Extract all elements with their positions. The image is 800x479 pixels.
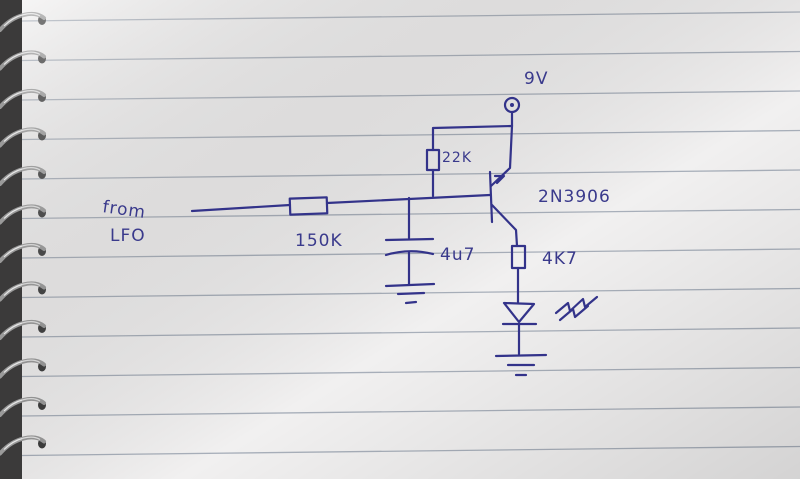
resistor-input bbox=[288, 196, 329, 216]
resistor-input-label: 150K bbox=[295, 231, 343, 251]
transistor-emitter bbox=[489, 124, 514, 188]
bias-wire-top bbox=[431, 124, 514, 152]
input-label-line2: LFO bbox=[110, 226, 146, 246]
led-ground-line-1 bbox=[494, 353, 548, 358]
ground-line-1 bbox=[384, 282, 436, 288]
resistor-led-label: 4K7 bbox=[542, 249, 578, 269]
transistor-arrow bbox=[493, 174, 506, 185]
circuit bbox=[190, 96, 599, 377]
transistor-collector bbox=[490, 203, 519, 248]
transistor-label: 2N3906 bbox=[538, 187, 611, 207]
input-wire bbox=[190, 203, 292, 213]
led-emission-arrows-2 bbox=[558, 304, 590, 322]
ground-line-2 bbox=[396, 291, 426, 296]
resistor-bias-label: 22K bbox=[442, 150, 472, 166]
led-emission-arrows bbox=[554, 295, 599, 315]
ground-line-3 bbox=[404, 300, 418, 305]
capacitor-plate-top bbox=[384, 237, 435, 242]
transistor-base-bar bbox=[488, 170, 494, 224]
supply-label: 9V bbox=[524, 69, 548, 89]
supply-terminal-dot bbox=[510, 103, 514, 107]
capacitor-label: 4u7 bbox=[440, 245, 475, 265]
led-triangle bbox=[502, 301, 536, 324]
binding-edge bbox=[0, 0, 24, 479]
